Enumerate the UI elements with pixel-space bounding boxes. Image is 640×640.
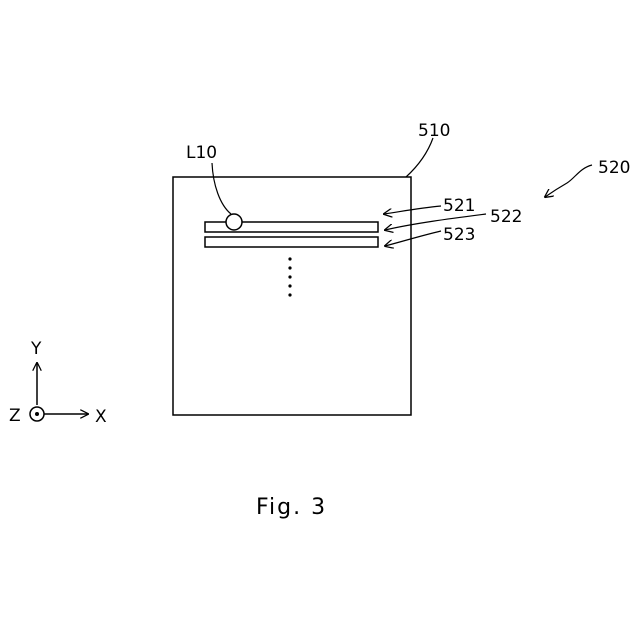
axis-x-label: X [95,407,107,427]
axis-z-label: Z [9,406,21,426]
leader-521 [384,206,441,214]
figure-caption: Fig. 3 [256,495,327,520]
leader-l10 [212,163,231,214]
light-source-l10 [226,214,242,230]
coordinate-axes [30,363,88,421]
label-521: 521 [443,196,475,216]
panel-510 [173,177,411,415]
leader-520 [545,165,592,197]
strip-523 [205,237,378,247]
label-523: 523 [443,225,475,245]
label-l10: L10 [186,143,217,163]
label-520: 520 [598,158,630,178]
continuation-dots [288,257,291,296]
label-510: 510 [418,121,450,141]
axis-y-label: Y [30,339,42,359]
leader-510 [406,138,433,177]
label-522: 522 [490,207,522,227]
leader-523 [385,231,441,246]
